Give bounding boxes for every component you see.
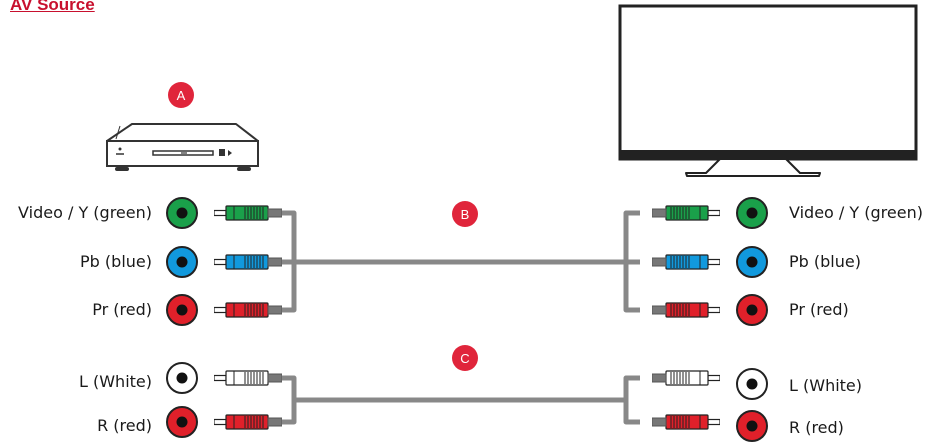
- label-left-audio-r: R (red): [97, 416, 152, 435]
- plug-left-white: [214, 370, 282, 386]
- av-source-device-icon: [106, 123, 259, 171]
- port-left-pb: [166, 246, 198, 278]
- plug-right-audio-red: [652, 414, 720, 430]
- port-left-pr: [166, 294, 198, 326]
- port-left-audio-r: [166, 406, 198, 438]
- label-left-pr: Pr (red): [92, 300, 152, 319]
- label-right-pr: Pr (red): [789, 300, 849, 319]
- badge-c: C: [452, 345, 478, 371]
- badge-b: B: [452, 201, 478, 227]
- port-right-audio-l: [736, 368, 768, 400]
- tv-icon: [618, 4, 918, 177]
- port-right-pb: [736, 246, 768, 278]
- source-title: AV Source: [10, 0, 95, 14]
- audio-cable: [280, 375, 640, 425]
- svg-text:B: B: [461, 207, 470, 222]
- plug-right-green: [652, 205, 720, 221]
- plug-left-green: [214, 205, 282, 221]
- component-cable: [280, 210, 640, 313]
- label-right-audio-r: R (red): [789, 418, 844, 437]
- port-right-pr: [736, 294, 768, 326]
- plug-left-blue: [214, 254, 282, 270]
- badge-a: A: [168, 82, 194, 108]
- svg-text:C: C: [460, 351, 469, 366]
- label-right-audio-l: L (White): [789, 376, 863, 395]
- plug-left-audio-red: [214, 414, 282, 430]
- label-right-video-y: Video / Y (green): [789, 203, 923, 222]
- label-left-pb: Pb (blue): [80, 252, 152, 271]
- label-left-video-y: Video / Y (green): [18, 203, 152, 222]
- plug-right-white: [652, 370, 720, 386]
- port-right-audio-r: [736, 410, 768, 442]
- plug-right-blue: [652, 254, 720, 270]
- svg-text:A: A: [177, 88, 186, 103]
- port-left-video-y: [166, 197, 198, 229]
- port-left-audio-l: [166, 362, 198, 394]
- label-left-audio-l: L (White): [78, 372, 152, 391]
- plug-left-red: [214, 302, 282, 318]
- port-right-video-y: [736, 197, 768, 229]
- plug-right-red: [652, 302, 720, 318]
- label-right-pb: Pb (blue): [789, 252, 861, 271]
